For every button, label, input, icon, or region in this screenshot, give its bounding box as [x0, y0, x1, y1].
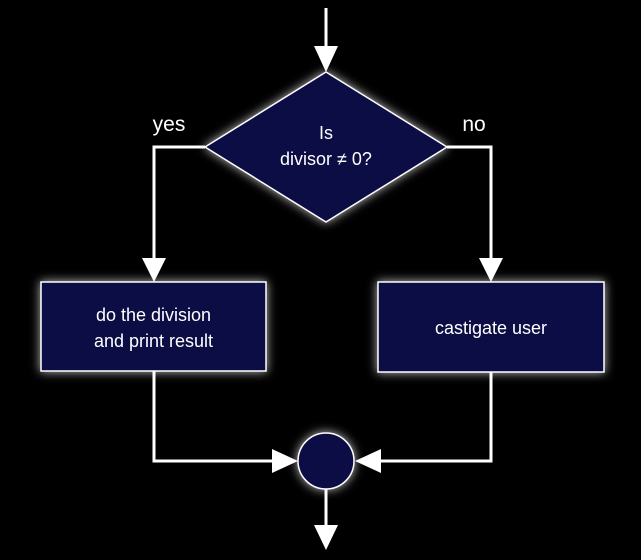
merge-arrow-left	[152, 371, 298, 473]
division-process-box	[40, 281, 267, 372]
merge-node	[297, 432, 355, 490]
yes-branch-arrow	[142, 145, 205, 282]
division-box-line2: and print result	[94, 331, 213, 351]
exit-arrow	[314, 489, 338, 550]
division-box-line1: do the division	[96, 305, 211, 325]
decision-text-line1: Is	[319, 123, 333, 143]
decision-text-line2: divisor ≠ 0?	[280, 149, 372, 169]
no-label: no	[462, 113, 485, 136]
no-branch-arrow	[447, 145, 503, 282]
castigate-box-text: castigate user	[435, 318, 547, 338]
decision-node	[203, 71, 449, 223]
merge-arrow-right	[355, 372, 493, 473]
yes-label: yes	[153, 113, 186, 136]
entry-arrow	[314, 8, 338, 72]
